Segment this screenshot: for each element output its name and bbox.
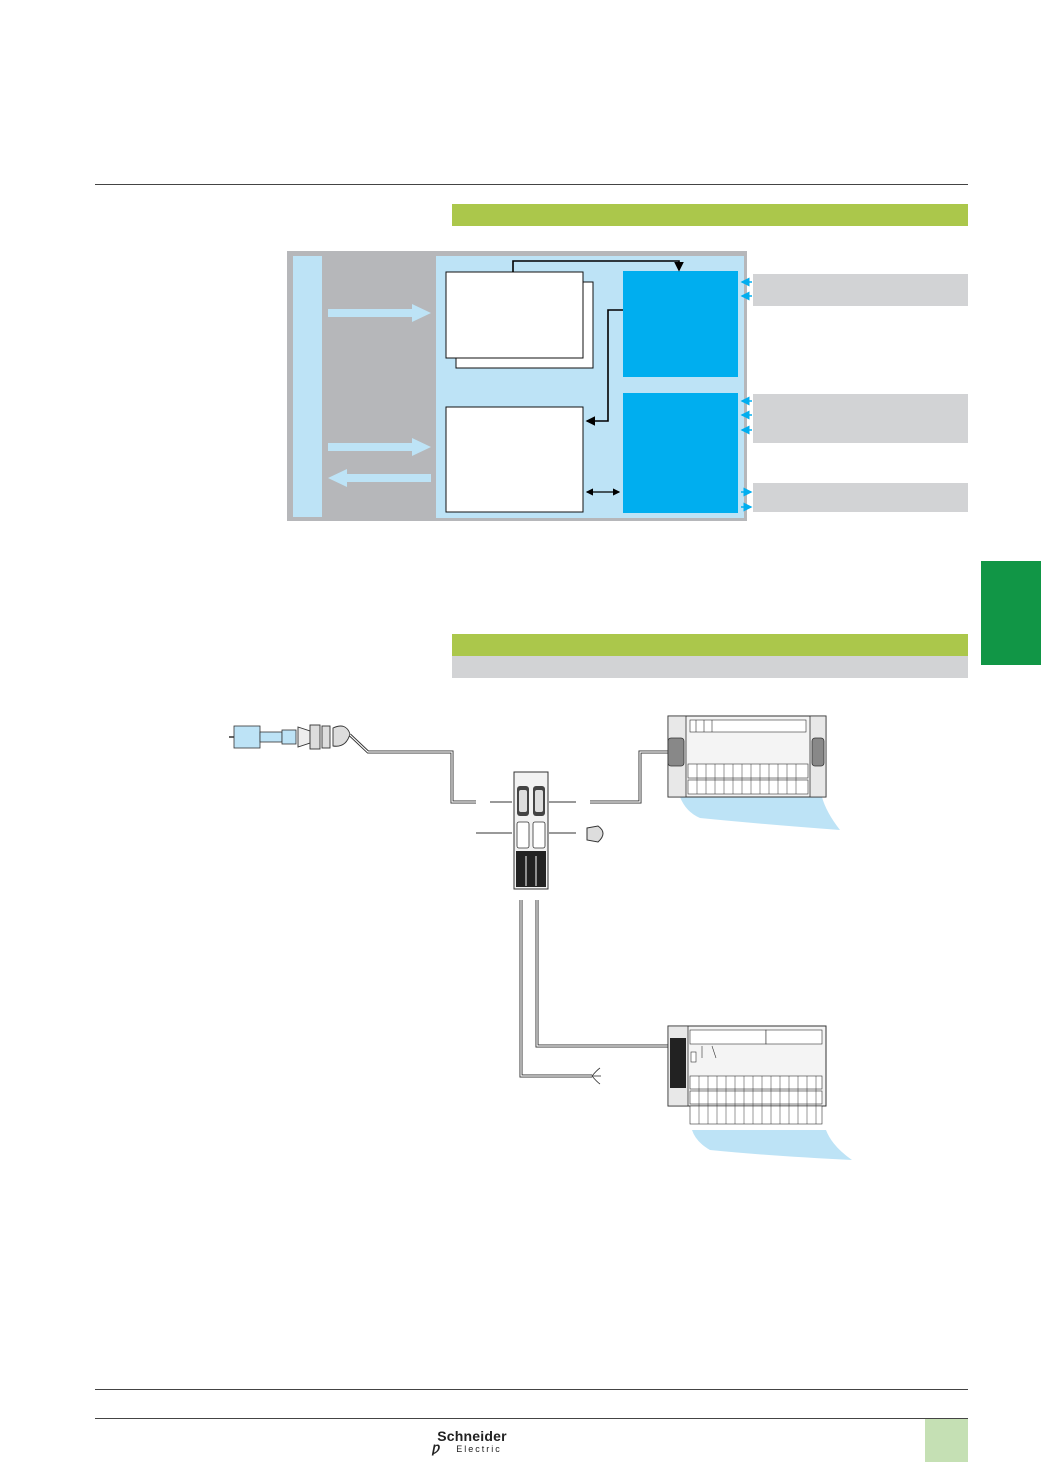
diagram-link-mid	[585, 309, 623, 426]
block-diagram	[287, 251, 968, 521]
diagram-band-3	[753, 483, 968, 512]
device-bottom-shadow	[692, 1130, 852, 1160]
diagram-band-2	[753, 394, 968, 443]
module-cable-to-plc-bottom	[535, 900, 668, 1048]
sensor-connector-icon	[229, 724, 351, 750]
footer-rule-2	[95, 1418, 968, 1419]
chapter-side-tab[interactable]	[981, 561, 1041, 665]
plc-top-cable	[590, 750, 668, 804]
diagram-arrow-right-2	[328, 438, 431, 456]
diagram-box-bottom	[445, 406, 584, 513]
page-number-box	[925, 1419, 968, 1462]
diagram-link-top	[512, 260, 684, 272]
module-cable-free-end	[519, 900, 592, 1078]
device-top-shadow	[680, 797, 840, 830]
diagram-blue-box-bottom	[623, 393, 738, 513]
diagram-arrow-left	[328, 469, 431, 487]
diagram-left-bus	[293, 256, 322, 517]
logo-mark-icon: Ƿ	[432, 1442, 441, 1456]
terminator-plug-icon	[586, 825, 604, 843]
plc-device-bottom	[667, 1025, 827, 1125]
schneider-electric-logo: Schneider Ƿ Electric	[432, 1428, 512, 1457]
plc-device-top	[667, 715, 827, 798]
section-subheader-bar-2	[452, 656, 968, 678]
diagram-arrow-right-1	[328, 304, 431, 322]
free-wire-ends-icon	[591, 1067, 601, 1085]
section-header-bar-2	[452, 634, 968, 656]
logo-brand-line2: Electric	[456, 1444, 502, 1454]
junction-module	[513, 771, 549, 890]
section-header-bar-1	[452, 204, 968, 226]
diagram-box-top-front	[445, 271, 584, 359]
footer-rule-1	[95, 1389, 968, 1390]
logo-brand-line1: Schneider	[437, 1428, 507, 1444]
sensor-cable	[348, 733, 476, 804]
header-rule	[95, 184, 968, 185]
diagram-band-1	[753, 274, 968, 306]
diagram-blue-box-top	[623, 271, 738, 377]
